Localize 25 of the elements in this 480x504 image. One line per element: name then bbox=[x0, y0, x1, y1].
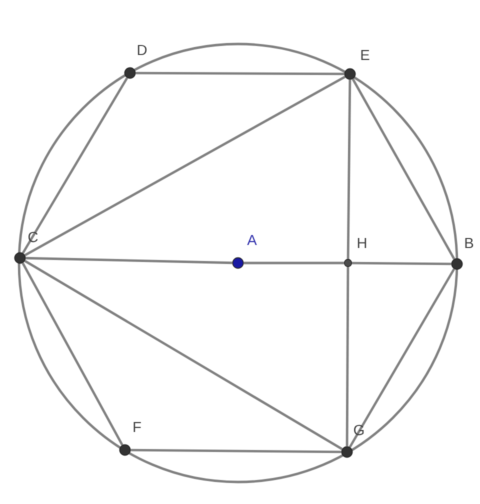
point: B bbox=[451, 238, 474, 270]
line-segment bbox=[346, 267, 350, 446]
line-segment bbox=[24, 76, 346, 256]
point: F bbox=[119, 422, 141, 456]
point: D bbox=[124, 44, 147, 79]
line-segment bbox=[22, 77, 128, 254]
line-segment bbox=[22, 262, 124, 446]
line-segment bbox=[348, 268, 456, 448]
line-segment bbox=[244, 262, 344, 264]
point: H bbox=[344, 238, 366, 268]
node-label: E bbox=[361, 50, 370, 60]
node-label: D bbox=[138, 44, 147, 56]
node-label: F bbox=[134, 422, 141, 432]
line-segment bbox=[136, 72, 344, 76]
line-segment bbox=[26, 256, 232, 264]
line-segment bbox=[130, 448, 342, 454]
line-segment bbox=[352, 78, 456, 260]
line-segment bbox=[346, 80, 352, 259]
node-label: H bbox=[358, 238, 366, 248]
point: A bbox=[232, 234, 257, 269]
line-segment bbox=[352, 262, 452, 266]
node-label: B bbox=[465, 238, 474, 248]
node-label: A bbox=[247, 234, 257, 246]
point: E bbox=[344, 50, 370, 80]
line-segment bbox=[24, 260, 343, 450]
